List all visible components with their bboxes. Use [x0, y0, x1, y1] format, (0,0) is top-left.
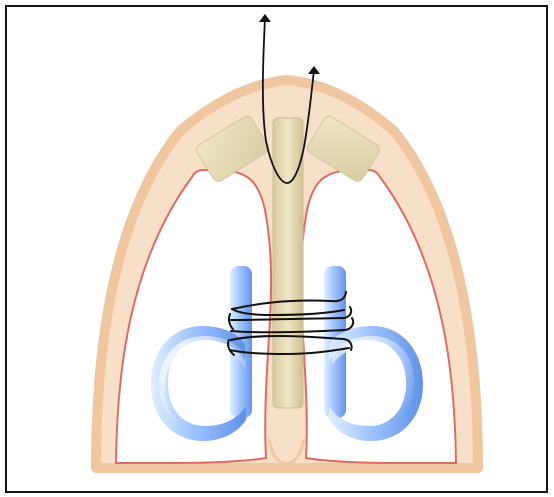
label-a: a	[182, 410, 193, 430]
central-strut	[273, 118, 303, 408]
label-b: b	[372, 410, 382, 430]
